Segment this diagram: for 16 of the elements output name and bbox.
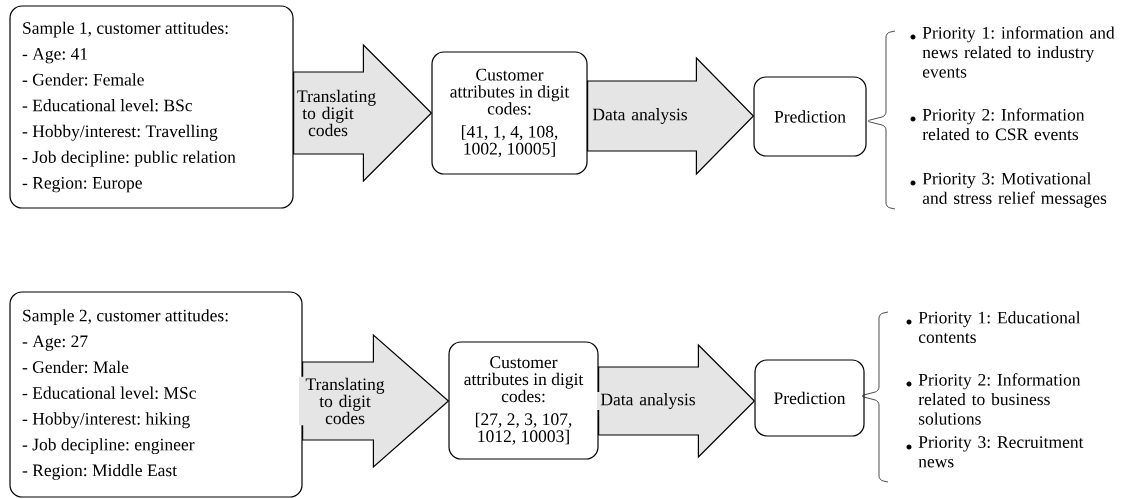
list-item: Priority 1: Educational contents bbox=[918, 311, 1081, 343]
list-item: Priority 1: information and news related to industry events bbox=[922, 26, 1115, 78]
prediction-box: Prediction bbox=[754, 359, 865, 437]
edge-label: Data analysis bbox=[589, 107, 691, 125]
attributes-box: Sample 1, customer attitudes: - Age: 41 - Gender: Female - Educational level: BSc - Hobby/interest: Travelling - Job decipline: public relation - Region: Europe bbox=[9, 5, 294, 209]
list-item: Priority 2: Information related to business solutions bbox=[918, 373, 1081, 425]
codes-box: Customer attributes in digit codes: [41, 1, 4, 108, 1002, 10005] bbox=[431, 51, 588, 175]
list-item: Priority 3: Recruitment news bbox=[918, 436, 1084, 468]
attributes-box: Sample 2, customer attitudes: - Age: 27 - Gender: Male - Educational level: MSc - Hobby/interest: hiking - Job decipline: engineer - Region: Middle East bbox=[9, 291, 303, 498]
prediction-box: Prediction bbox=[753, 76, 867, 157]
edge-label: Translating to digit codes bbox=[296, 88, 376, 138]
list-item: Priority 2: Information related to CSR events bbox=[922, 108, 1085, 141]
codes-box: Customer attributes in digit codes: [27, 2, 3, 107, 1012, 10003] bbox=[448, 341, 599, 460]
edge-label: Translating to digit codes bbox=[299, 376, 391, 426]
list-item: Priority 3: Motivational and stress relief messages bbox=[922, 172, 1107, 208]
edge-label: Data analysis bbox=[597, 392, 699, 410]
